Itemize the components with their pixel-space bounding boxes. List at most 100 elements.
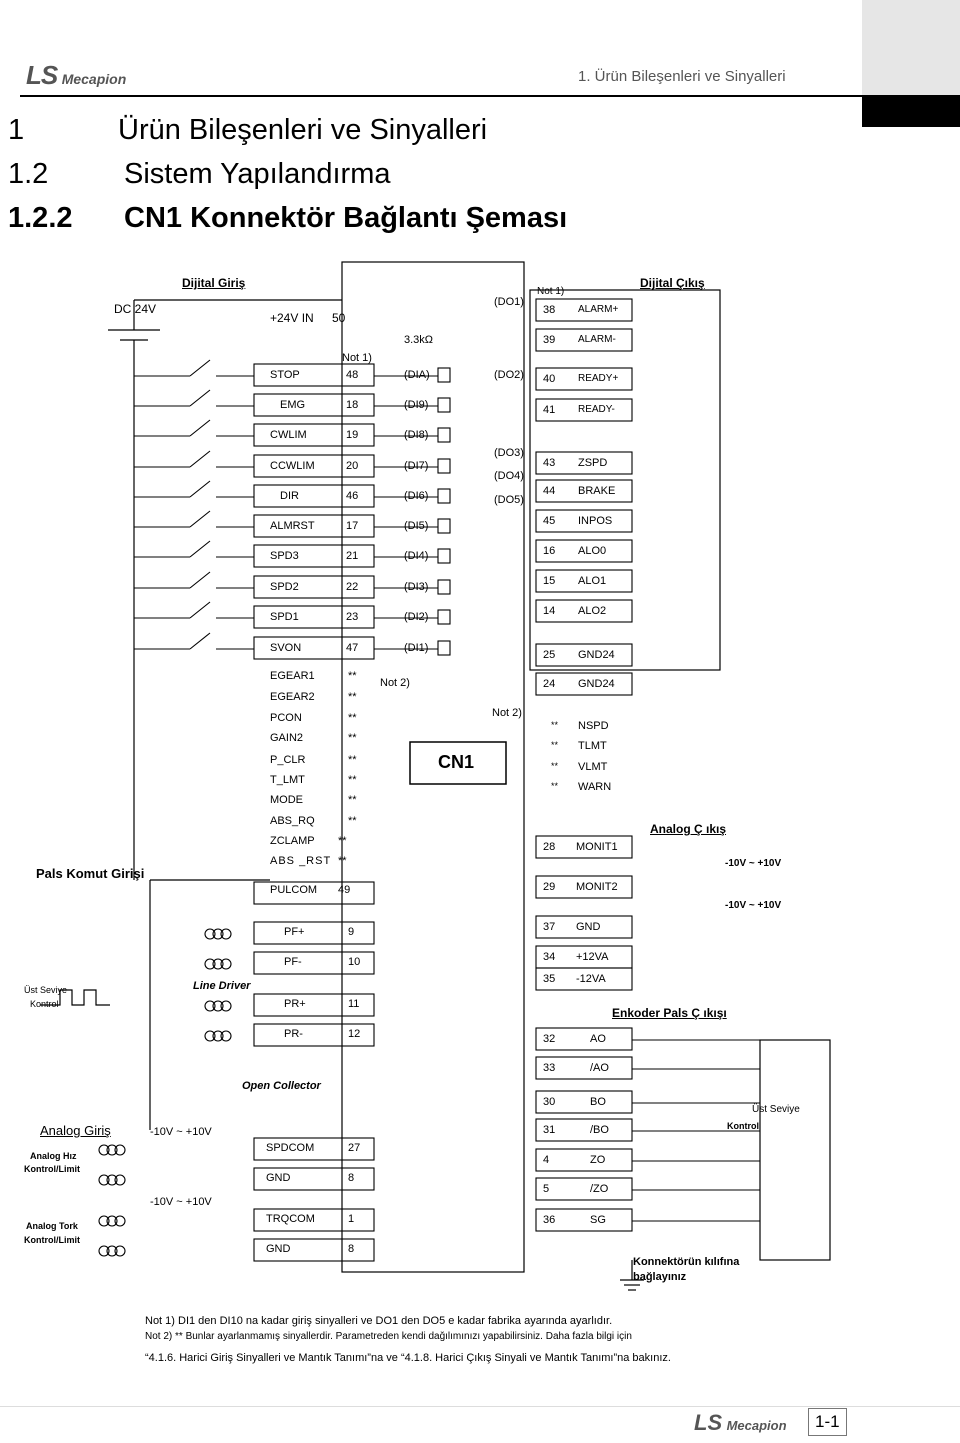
label-digital-output: Dijital Çıkış [640, 276, 705, 290]
upper-controller-box [759, 1039, 831, 1261]
output-pin-number: 44 [543, 485, 556, 497]
unassigned-pin-number: ** [348, 754, 357, 766]
output-signal-name: READY- [578, 404, 615, 415]
header-rule [20, 95, 870, 97]
unassigned-signal-name: MODE [270, 794, 303, 806]
label-24v-in: +24V IN [270, 311, 314, 325]
input-di-label: (DI6) [404, 490, 429, 502]
output-signal-name: ALO2 [578, 605, 607, 617]
output-unassigned-name: NSPD [578, 720, 609, 732]
input-signal-name: SPD1 [270, 611, 299, 623]
output-pin-number: 41 [543, 404, 556, 416]
analog-signal-name: SPDCOM [266, 1142, 315, 1154]
label-analog-input: Analog Giriş [40, 1123, 111, 1138]
analog-twisted-coil [106, 1174, 118, 1186]
twisted-pair-coil [212, 928, 224, 940]
heading-1-text: Ürün Bileşenleri ve Sinyalleri [118, 114, 488, 146]
analog-output-pin: 34 [543, 951, 556, 963]
encoder-signal-name: ZO [590, 1154, 606, 1166]
analog-twisted-coil [106, 1144, 118, 1156]
analog-output-pin: 35 [543, 973, 556, 985]
footer-rule [0, 1406, 960, 1407]
output-row-box [535, 569, 633, 593]
analog-twisted-coil [114, 1144, 126, 1156]
header-section-title: 1. Ürün Bileşenleri ve Sinyalleri [578, 68, 786, 85]
output-row-box [535, 479, 633, 503]
input-signal-name: EMG [280, 399, 306, 411]
label-resistor: 3.3kΩ [404, 334, 434, 346]
pulse-signal-name: PF+ [284, 926, 305, 938]
label-line-driver: Line Driver [193, 980, 251, 992]
output-unassigned-name: VLMT [578, 761, 608, 773]
unassigned-signal-name: EGEAR2 [270, 691, 315, 703]
pulse-pin-number: 10 [348, 956, 361, 968]
output-row-box [535, 599, 633, 623]
twisted-pair-coil [220, 958, 232, 970]
output-row-box [535, 509, 633, 533]
unassigned-signal-name: ABS_RQ [270, 815, 315, 827]
input-pin-number: 18 [346, 399, 359, 411]
do-label: (DO1) [494, 296, 524, 308]
encoder-row-box [535, 1056, 633, 1080]
unassigned-signal-name: GAIN2 [270, 732, 304, 744]
unassigned-signal-name: T_LMT [270, 774, 305, 786]
label-note2-input: Not 2) [380, 677, 410, 689]
output-signal-name: ALO1 [578, 575, 607, 587]
encoder-pin-number: 4 [543, 1154, 550, 1166]
analog-signal-name: GND [266, 1243, 291, 1255]
input-pin-number: 23 [346, 611, 359, 623]
input-pin-number: 19 [346, 429, 359, 441]
switch-blade [189, 480, 211, 498]
twisted-pair-coil [220, 928, 232, 940]
input-di-label: (DI5) [404, 520, 429, 532]
input-signal-name: SPD2 [270, 581, 299, 593]
twisted-pair-coil [212, 1030, 224, 1042]
corner-tab-light [862, 0, 960, 95]
note-2: Not 2) ** Bunlar ayarlanmamış sinyallerd… [145, 1331, 632, 1342]
encoder-signal-name: /BO [590, 1124, 609, 1136]
input-signal-name: DIR [280, 490, 299, 502]
output-signal-name: GND24 [578, 678, 615, 690]
twisted-pair-coil [212, 958, 224, 970]
analog-twisted-coil [106, 1215, 118, 1227]
cn1-label: CN1 [438, 752, 475, 772]
output-row-box [535, 539, 633, 563]
encoder-row-box [535, 1027, 633, 1051]
output-signal-name: BRAKE [578, 485, 616, 497]
output-pin-number: 39 [543, 334, 556, 346]
output-pin-number: 43 [543, 457, 556, 469]
input-di-label: (DI1) [404, 642, 429, 654]
input-pin-number: 46 [346, 490, 359, 502]
encoder-signal-name: /AO [590, 1062, 609, 1074]
input-opto [437, 397, 451, 413]
input-row-box [253, 544, 375, 568]
analog-output-row-box [535, 915, 633, 939]
unassigned-pin-number: ** [348, 774, 357, 786]
label-connect: bağlayınız [633, 1271, 687, 1283]
input-di-label: (DI7) [404, 460, 429, 472]
label-out-range-2: -10V ~ +10V [725, 900, 782, 911]
analog-row-box [253, 1208, 375, 1232]
switch-blade [189, 510, 211, 528]
input-di-label: (DI9) [404, 399, 429, 411]
twisted-pair-coil [220, 1030, 232, 1042]
label-control-2: Kontrol [727, 1121, 759, 1131]
analog-output-row-box [535, 967, 633, 991]
analog-twisted-coil [114, 1174, 126, 1186]
pin-24v-in: 50 [332, 311, 346, 325]
label-pulse-input: Pals Komut Girişi [36, 866, 145, 881]
encoder-pin-number: 31 [543, 1124, 556, 1136]
do-label: (DO5) [494, 494, 524, 506]
input-pin-number: 47 [346, 642, 359, 654]
unassigned-pin-number: ** [348, 670, 357, 682]
analog-output-row-box [535, 835, 633, 859]
switch-blade [189, 571, 211, 589]
input-opto [437, 427, 451, 443]
input-row-box [253, 484, 375, 508]
analog-row-box [253, 1238, 375, 1262]
pulse-row-box [253, 993, 375, 1017]
input-signal-name: CWLIM [270, 429, 307, 441]
output-signal-name: INPOS [578, 515, 613, 527]
label-note1-input: Not 1) [342, 352, 372, 364]
